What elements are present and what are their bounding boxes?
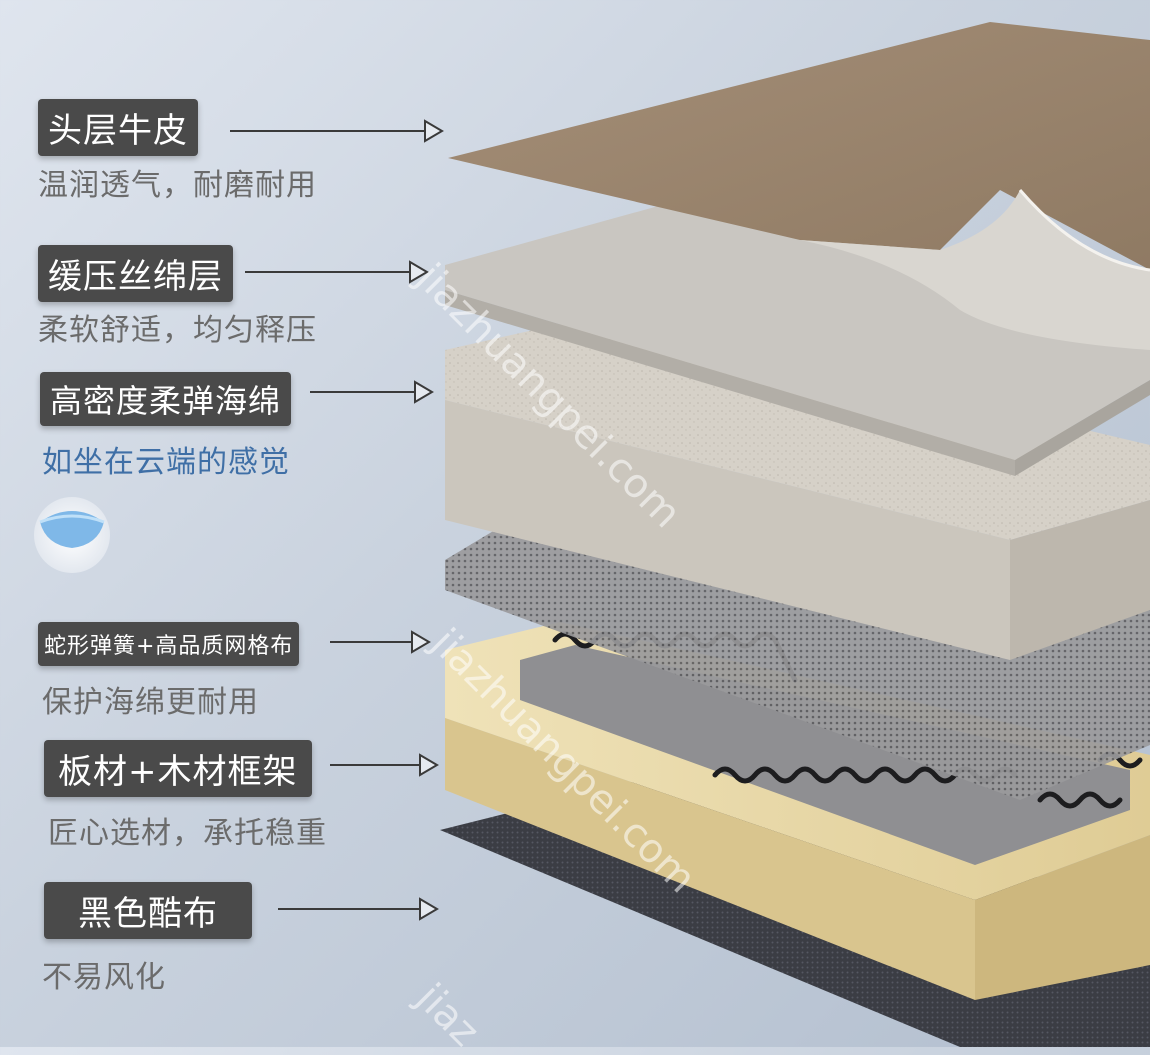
foam-layer [445,315,1150,660]
arrow-lines [230,119,444,921]
cloud-foam-icon [34,497,110,573]
frame-desc: 匠心选材，承托稳重 [48,816,327,851]
fiber-desc: 柔软舒适，均匀释压 [38,313,317,348]
fiber-title: 缓压丝绵层 [38,245,233,302]
black-fabric-title: 黑色酷布 [44,882,252,939]
wood-frame-layer [445,622,1150,1000]
foam-title: 高密度柔弹海绵 [40,372,292,426]
frame-title: 板材+木材框架 [44,740,312,797]
spring-mesh-title: 蛇形弹簧+高品质网格布 [38,622,300,666]
leather-desc: 温润透气，耐磨耐用 [38,168,317,203]
black-fabric-desc: 不易风化 [42,960,166,995]
leather-layer [448,22,1150,350]
spring-mesh-desc: 保护海绵更耐用 [42,685,259,720]
foam-desc: 如坐在云端的感觉 [42,445,290,480]
leather-title: 头层牛皮 [38,99,198,156]
